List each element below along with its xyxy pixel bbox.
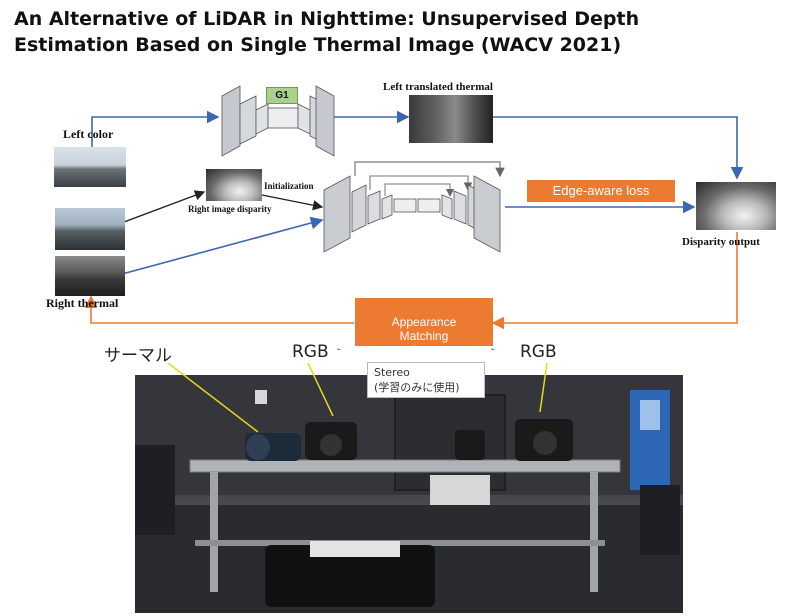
- architecture-diagram: G1 Left color Right thermal Left transla…: [46, 81, 776, 357]
- camera-rig-photo: [135, 375, 683, 613]
- edge-aware-loss-box: Edge-aware loss: [527, 180, 675, 202]
- appearance-loss-label: Appearance Matching loss: [391, 315, 457, 357]
- arrow-thumb-to-disparity: [123, 190, 206, 223]
- unet-top-skip: [354, 161, 505, 178]
- g1-label-box: G1: [266, 87, 298, 104]
- g1-network: [221, 85, 335, 157]
- disparity-unet: [323, 175, 501, 253]
- thermal-camera-label: サーマル: [104, 346, 172, 366]
- title-line-2: Estimation Based on Single Thermal Image…: [14, 34, 622, 56]
- right-disparity-image: [206, 169, 262, 201]
- g1-decoder-block: [315, 85, 335, 157]
- pointer-thermal: [167, 362, 259, 433]
- disparity-output-label: Disparity output: [682, 236, 760, 248]
- right-thermal-image: [55, 256, 125, 296]
- right-color-image: [55, 208, 125, 250]
- loss-feedback-loop: [491, 232, 738, 330]
- left-translated-image: [409, 95, 493, 143]
- rgb-right-label: RGB: [520, 342, 557, 362]
- stereo-label-box: Stereo (学習のみに使用): [367, 362, 485, 398]
- initialization-label: Initialization: [264, 181, 314, 191]
- page-title: An Alternative of LiDAR in Nighttime: Un…: [14, 6, 639, 58]
- pointer-rgb-left: [307, 362, 334, 417]
- arrow-initialization: [261, 194, 324, 211]
- stereo-label: Stereo: [374, 366, 410, 379]
- equipment-case: [265, 545, 435, 607]
- arrow-translated-to-output: [493, 116, 744, 180]
- right-disparity-label: Right image disparity: [188, 204, 272, 214]
- edge-aware-loss-label: Edge-aware loss: [552, 183, 650, 198]
- unet-block-1: [323, 175, 351, 253]
- disparity-output-image: [696, 182, 776, 230]
- diagram-connectors: [84, 85, 744, 350]
- arrow-color-to-g1: [91, 110, 220, 148]
- rgb-left-label: RGB: [292, 342, 329, 362]
- stereo-note: (学習のみに使用): [374, 381, 460, 394]
- appearance-loss-box: Appearance Matching loss: [355, 298, 493, 357]
- g1-encoder-block: [221, 85, 241, 157]
- unet-block-8: [473, 175, 501, 253]
- left-color-label: Left color: [63, 127, 114, 141]
- right-thermal-label: Right thermal: [46, 296, 119, 310]
- title-line-1: An Alternative of LiDAR in Nighttime: Un…: [14, 8, 640, 30]
- arrow-thermal-to-net: [121, 216, 324, 275]
- left-translated-label: Left translated thermal: [383, 81, 493, 93]
- left-color-image: [54, 147, 126, 187]
- g1-label: G1: [275, 90, 289, 101]
- pointer-rgb-right: [539, 362, 548, 413]
